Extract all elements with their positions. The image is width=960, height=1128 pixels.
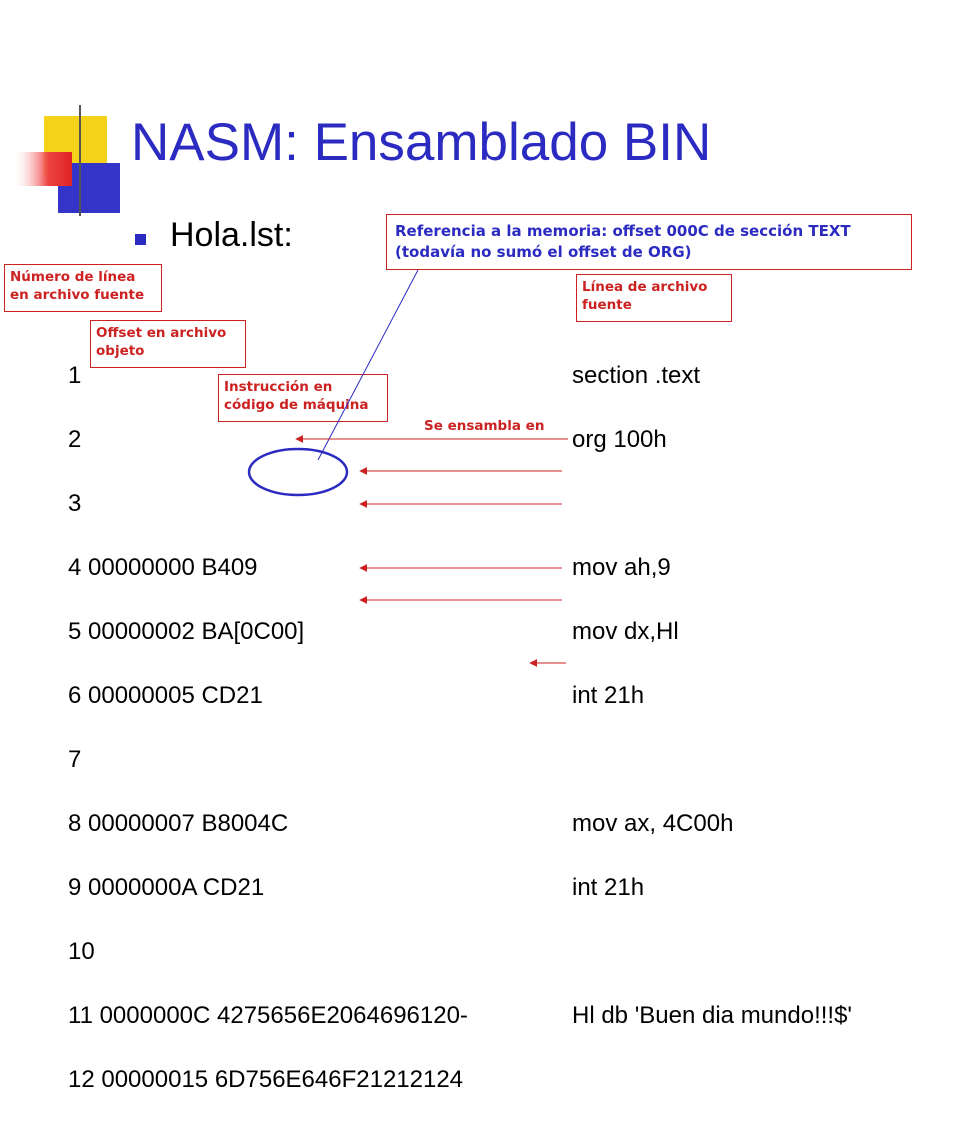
source-line-8: mov ax, 4C00h [572,810,734,837]
callout-offset: Offset en archivo objeto [90,320,246,368]
label-assembles-to: Se ensambla en [424,418,545,434]
listing-line-5: 5 00000002 BA[0C00] [68,618,305,645]
listing-left-column: 1 2 3 4 00000000 B409 5 00000002 BA[0C00… [68,328,468,1128]
source-line-10 [572,936,852,968]
listing-line-1: 1 [68,362,82,389]
source-line-2: org 100h [572,426,667,453]
callout-memory-reference: Referencia a la memoria: offset 000C de … [386,214,912,270]
listing-line-10: 10 [68,938,95,965]
source-line-9: int 21h [572,874,645,901]
source-line-12 [572,1064,852,1096]
source-line-7 [572,744,852,776]
source-line-3 [572,488,852,520]
listing-line-7: 7 [68,746,82,773]
listing-line-6: 6 00000005 CD21 [68,682,263,709]
listing-right-column: section .text org 100h mov ah,9 mov dx,H… [572,328,852,1128]
title-decoration [12,105,900,216]
deco-red-bar [12,152,72,186]
listing-line-8: 8 00000007 B8004C [68,810,289,837]
source-line-6: int 21h [572,682,645,709]
listing-line-9: 9 0000000A CD21 [68,874,265,901]
bullet-marker [135,234,146,245]
listing-line-2: 2 [68,426,82,453]
listing-line-4: 4 00000000 B409 [68,554,258,581]
source-line-4: mov ah,9 [572,554,671,581]
listing-line-3: 3 [68,490,82,517]
source-line-5: mov dx,Hl [572,618,679,645]
callout-source-line: Línea de archivo fuente [576,274,732,322]
source-line-1: section .text [572,362,701,389]
slide-title: NASM: Ensamblado BIN [131,113,712,172]
source-line-11: Hl db 'Buen dia mundo!!!$' [572,1002,853,1029]
callout-line-number: Número de línea en archivo fuente [4,264,162,312]
listing-line-12: 12 00000015 6D756E646F21212124 [68,1066,464,1093]
bullet-text: Hola.lst: [170,216,293,254]
listing-line-11: 11 0000000C 4275656E2064696120- [68,1002,468,1029]
